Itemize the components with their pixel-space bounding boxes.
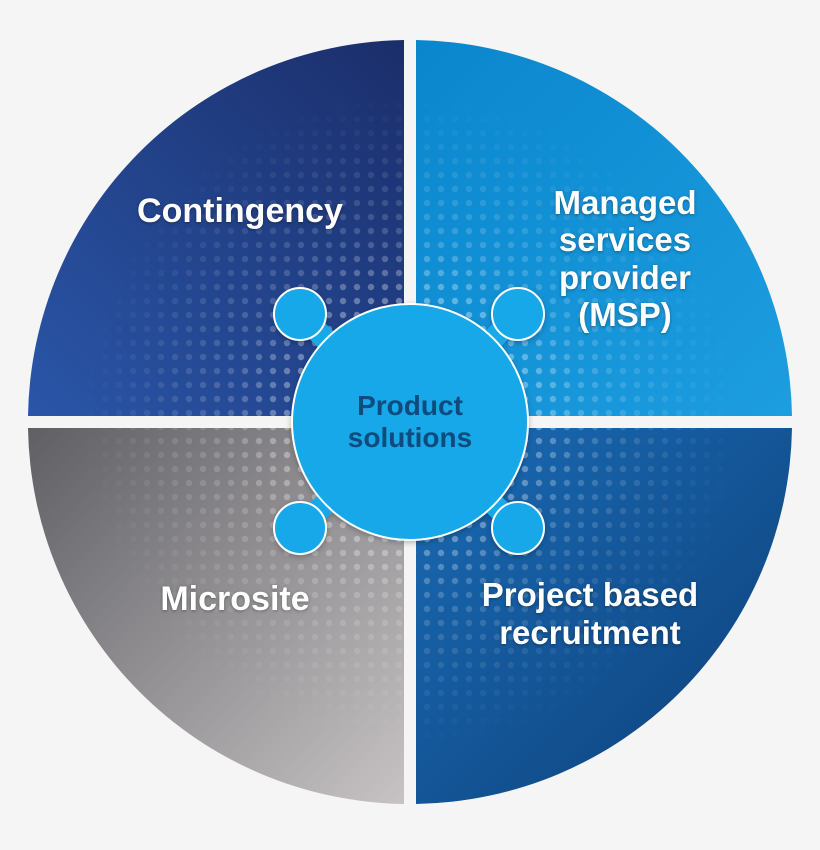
- label-line: Managed: [553, 184, 697, 221]
- label-line: Project based: [481, 576, 699, 613]
- label-contingency: Contingency: [110, 192, 370, 230]
- hub-connector: [273, 287, 545, 555]
- label-line: Contingency: [137, 192, 343, 230]
- label-line: Microsite: [160, 580, 310, 618]
- label-line: recruitment: [499, 613, 681, 651]
- label-line: solutions: [347, 422, 473, 454]
- label-line: provider: [558, 258, 692, 296]
- label-microsite: Microsite: [120, 580, 350, 618]
- label-line: (MSP): [578, 295, 672, 333]
- label-line: services: [558, 221, 692, 259]
- label-msp: Managed services provider (MSP): [520, 184, 730, 333]
- hub-label-product-solutions: Product solutions: [310, 390, 510, 455]
- label-project-based-recruitment: Project based recruitment: [455, 576, 725, 652]
- label-line: Product: [357, 390, 463, 421]
